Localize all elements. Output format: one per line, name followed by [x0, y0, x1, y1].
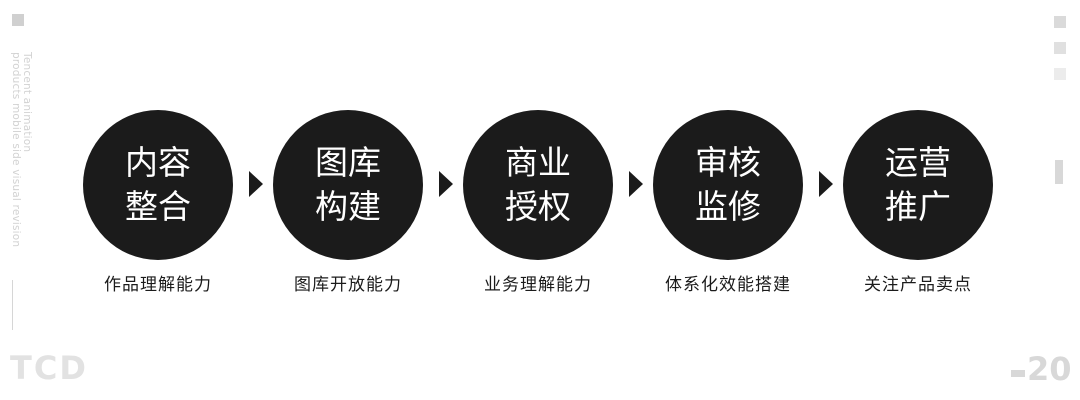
process-step-5: 运营 推广 关注产品卖点 [823, 110, 1013, 300]
step-title-line-1: 内容 [125, 143, 191, 182]
step-title-line-2: 推广 [885, 187, 951, 226]
page-number-dash [1011, 370, 1025, 377]
step-circle: 审核 监修 [653, 110, 803, 260]
step-title-line-2: 授权 [505, 187, 571, 226]
side-divider [12, 280, 13, 330]
process-step-2: 图库 构建 图库开放能力 [253, 110, 443, 300]
step-title-line-2: 构建 [315, 187, 381, 226]
step-title-line-1: 商业 [505, 143, 571, 182]
side-caption: Tencent animation products mobile side v… [10, 52, 33, 248]
arrow-right-icon [629, 171, 643, 197]
arrow-right-icon [819, 171, 833, 197]
arrow-right-icon [439, 171, 453, 197]
step-title-line-2: 监修 [695, 187, 761, 226]
process-step-4: 审核 监修 体系化效能搭建 [633, 110, 823, 300]
page-indicator-square [1054, 68, 1066, 80]
step-caption: 业务理解能力 [484, 275, 592, 295]
step-title-line-1: 图库 [315, 143, 381, 182]
step-circle: 运营 推广 [843, 110, 993, 260]
step-title-line-1: 运营 [885, 143, 951, 182]
step-caption: 体系化效能搭建 [665, 275, 791, 295]
step-title-line-2: 整合 [125, 187, 191, 226]
side-caption-line-2: products mobile side visual revision [10, 52, 22, 248]
step-circle: 内容 整合 [83, 110, 233, 260]
page-number: 20 [1027, 350, 1072, 388]
step-caption: 作品理解能力 [104, 275, 212, 295]
step-title-line-1: 审核 [695, 143, 761, 182]
side-caption-line-1: Tencent animation [21, 52, 33, 153]
step-caption: 关注产品卖点 [864, 275, 972, 295]
process-step-1: 内容 整合 作品理解能力 [63, 110, 253, 300]
brand-logo: TCD [10, 349, 88, 387]
process-step-3: 商业 授权 业务理解能力 [443, 110, 633, 300]
arrow-right-icon [249, 171, 263, 197]
step-circle: 商业 授权 [463, 110, 613, 260]
corner-square [12, 14, 24, 26]
page-indicator-square [1054, 42, 1066, 54]
page-indicator-square [1054, 16, 1066, 28]
page-indicator-bar [1055, 160, 1063, 184]
step-circle: 图库 构建 [273, 110, 423, 260]
step-caption: 图库开放能力 [294, 275, 402, 295]
